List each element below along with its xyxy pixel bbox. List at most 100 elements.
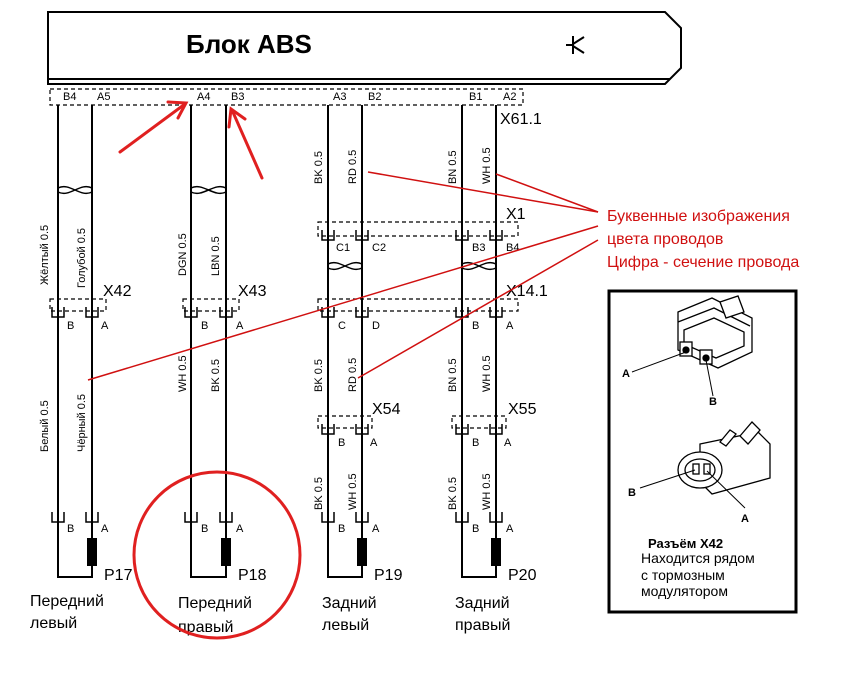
pin-label: A4 [197,91,210,103]
pin-label: B2 [368,91,381,103]
pin-label: A5 [97,91,110,103]
pin-label: C2 [372,242,386,254]
abs-block: Блок ABS [47,11,682,85]
sensor-coil-p18 [221,538,231,566]
middle-wire-labels: Белый 0.5 Чёрный 0.5 WH 0.5 BK 0.5 BK 0.… [39,355,493,452]
wire-label: WH 0.5 [347,473,359,510]
wire-label: RD 0.5 [347,150,359,184]
sensor-connectors: B A B A B A B A [51,512,514,535]
connector-name: X42 [103,283,132,300]
connector-x42: B A X42 [49,283,132,332]
wire-label: BK 0.5 [447,477,459,510]
pin-label: B [472,437,479,449]
wire-label: Белый 0.5 [39,400,51,452]
connector-name: X1 [506,206,526,223]
wire-label: LBN 0.5 [210,236,222,276]
annotation-text: Буквенные изображения цвета проводов Циф… [607,208,799,271]
connector-x43: B A X43 [182,283,267,332]
pin-label: A3 [333,91,346,103]
sensor-coils [87,538,501,566]
pin-label: A [101,523,109,535]
pin-label: B [472,320,479,332]
connector-name: X55 [508,401,537,418]
wire-label: BK 0.5 [210,359,222,392]
sensor-name-line1: Передний [30,593,104,610]
wire-p18-b [190,105,227,578]
pin-label: A [370,437,378,449]
pin-label: C [338,320,346,332]
wire-label: BK 0.5 [313,477,325,510]
annotation-pointers [87,171,599,381]
pin-label: A [741,513,749,525]
pin-label: C1 [336,242,350,254]
sensor-name-line2: правый [178,619,233,636]
wire-label: BN 0.5 [447,358,459,392]
wire-label: BK 0.5 [313,151,325,184]
arrow-a4 [118,102,187,154]
wire-label: BN 0.5 [447,150,459,184]
sensor-labels: P17 Передний левый P18 Передний правый P… [30,567,537,636]
pin-label: B [709,396,717,408]
connector-top-view-icon [677,295,753,369]
inset-line1: Находится рядом [641,550,755,566]
pin-label: A [506,320,514,332]
pin-label: B3 [472,242,485,254]
connector-name: X14.1 [506,283,548,300]
sensor-name-line2: левый [322,617,369,634]
abs-block-title: Блок ABS [186,29,312,59]
pin-label: B [67,320,74,332]
ground-transistor-icon [566,36,585,54]
wire-p20-b [461,105,497,578]
arrow-head-icon [166,100,189,120]
wire-p19-b [327,105,363,578]
pin-label: B1 [469,91,482,103]
sensor-name-line2: правый [455,617,510,634]
pin-label: B [338,523,345,535]
pin-label: A [506,523,514,535]
pin-label: A [101,320,109,332]
wire-label: WH 0.5 [177,355,189,392]
pin-label: B [628,487,636,499]
inset-title: Разъём X42 [648,536,723,551]
pin-label: B4 [63,91,76,103]
wire-label: BK 0.5 [313,359,325,392]
wire-label: Чёрный 0.5 [76,394,88,452]
sensor-id: P20 [508,567,537,584]
sensor-coil-p17 [87,538,97,566]
annotation-line1: Буквенные изображения [607,208,790,225]
pin-label: B [472,523,479,535]
sensor-name-line2: левый [30,615,77,632]
sensor-id: P17 [104,567,133,584]
connector-side-view-icon [677,421,771,495]
red-arrows [118,100,264,180]
pin-label: A [236,320,244,332]
wire-label: Жёлтый 0.5 [39,225,51,285]
sensor-coil-p20 [491,538,501,566]
wire-label: WH 0.5 [481,355,493,392]
sensor-name-line1: Задний [322,595,377,612]
wire-label: WH 0.5 [481,473,493,510]
upper-wire-labels: Жёлтый 0.5 Голубой 0.5 DGN 0.5 LBN 0.5 B… [39,147,493,288]
pin-label: D [372,320,380,332]
connector-name: X43 [238,283,267,300]
wire-label: Голубой 0.5 [76,228,88,288]
pin-label: B [67,523,74,535]
pin-label: B3 [231,91,244,103]
sensor-coil-p19 [357,538,367,566]
wire-p17-b [57,105,93,578]
pin-label: B [338,437,345,449]
sensor-id: P18 [238,567,267,584]
wires [57,105,497,578]
sensor-name-line1: Задний [455,595,510,612]
pin-label: A2 [503,91,516,103]
lower-wire-labels: BK 0.5 WH 0.5 BK 0.5 WH 0.5 [313,473,493,510]
pin-label: A [372,523,380,535]
connector-name: X61.1 [500,111,542,128]
wire-label: WH 0.5 [481,147,493,184]
arrow-head-icon [227,106,247,129]
inset-line3: модулятором [641,583,728,599]
highlight-circle-p18 [132,470,302,640]
sensor-name-line1: Передний [178,595,252,612]
wire-label: RD 0.5 [347,358,359,392]
